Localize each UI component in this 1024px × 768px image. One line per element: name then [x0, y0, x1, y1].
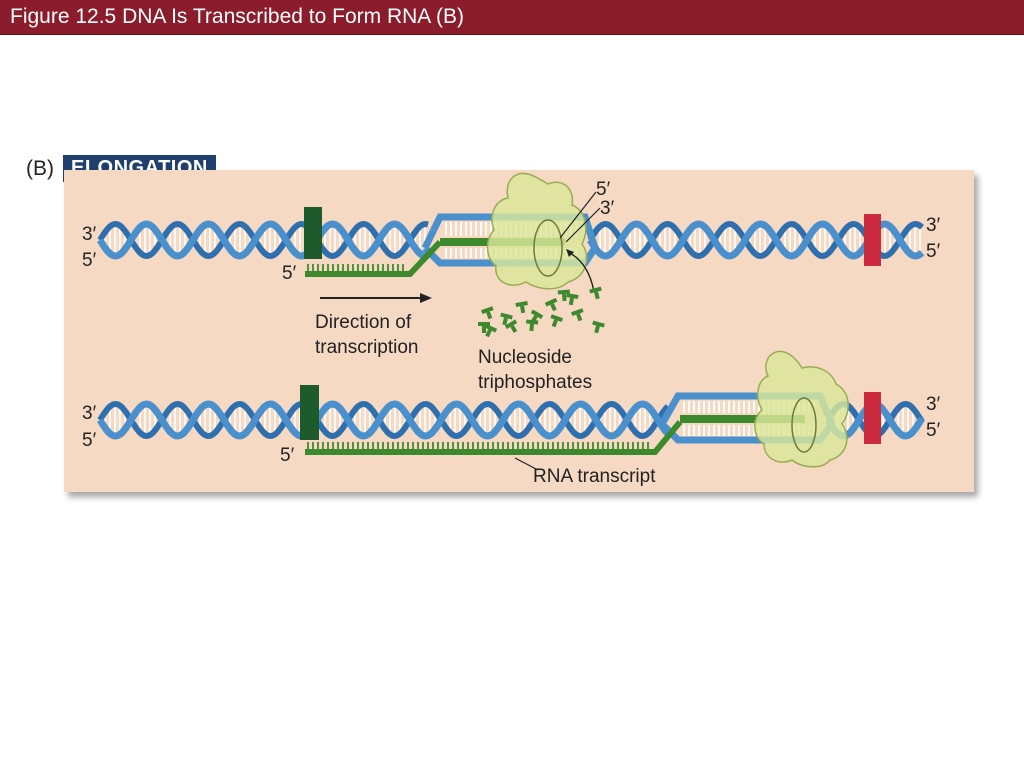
bottom-left-5-label: 5′ — [82, 430, 97, 451]
bottom-rna-5-label: 5′ — [280, 445, 295, 466]
dna-helix-top — [100, 224, 428, 256]
top-right-5-label: 5′ — [926, 241, 941, 262]
polymerase-3-label: 3′ — [600, 198, 615, 219]
polymerase-5-label: 5′ — [596, 179, 611, 200]
direction-label-line1: Direction of — [315, 312, 412, 333]
direction-arrowhead — [420, 293, 432, 303]
direction-label-line2: transcription — [315, 337, 419, 358]
top-left-3-label: 3′ — [82, 224, 97, 245]
bottom-left-3-label: 3′ — [82, 403, 97, 424]
top-right-3-label: 3′ — [926, 215, 941, 236]
rna-polymerase-bottom — [755, 351, 849, 466]
rna-transcript-label: RNA transcript — [533, 466, 656, 487]
dna-helix-bottom — [100, 404, 668, 436]
promoter-marker-top — [304, 207, 322, 259]
terminator-marker-top — [864, 214, 881, 266]
ntp-label-line1: Nucleoside — [478, 347, 572, 368]
nucleoside-triphosphates — [478, 287, 605, 339]
top-left-5-label: 5′ — [82, 250, 97, 271]
bottom-right-3-label: 3′ — [926, 394, 941, 415]
bottom-right-5-label: 5′ — [926, 420, 941, 441]
ntp-label-line2: triphosphates — [478, 372, 592, 393]
terminator-marker-bottom — [864, 392, 881, 444]
promoter-marker-bottom — [300, 385, 319, 440]
top-rna-5-label: 5′ — [282, 263, 297, 284]
